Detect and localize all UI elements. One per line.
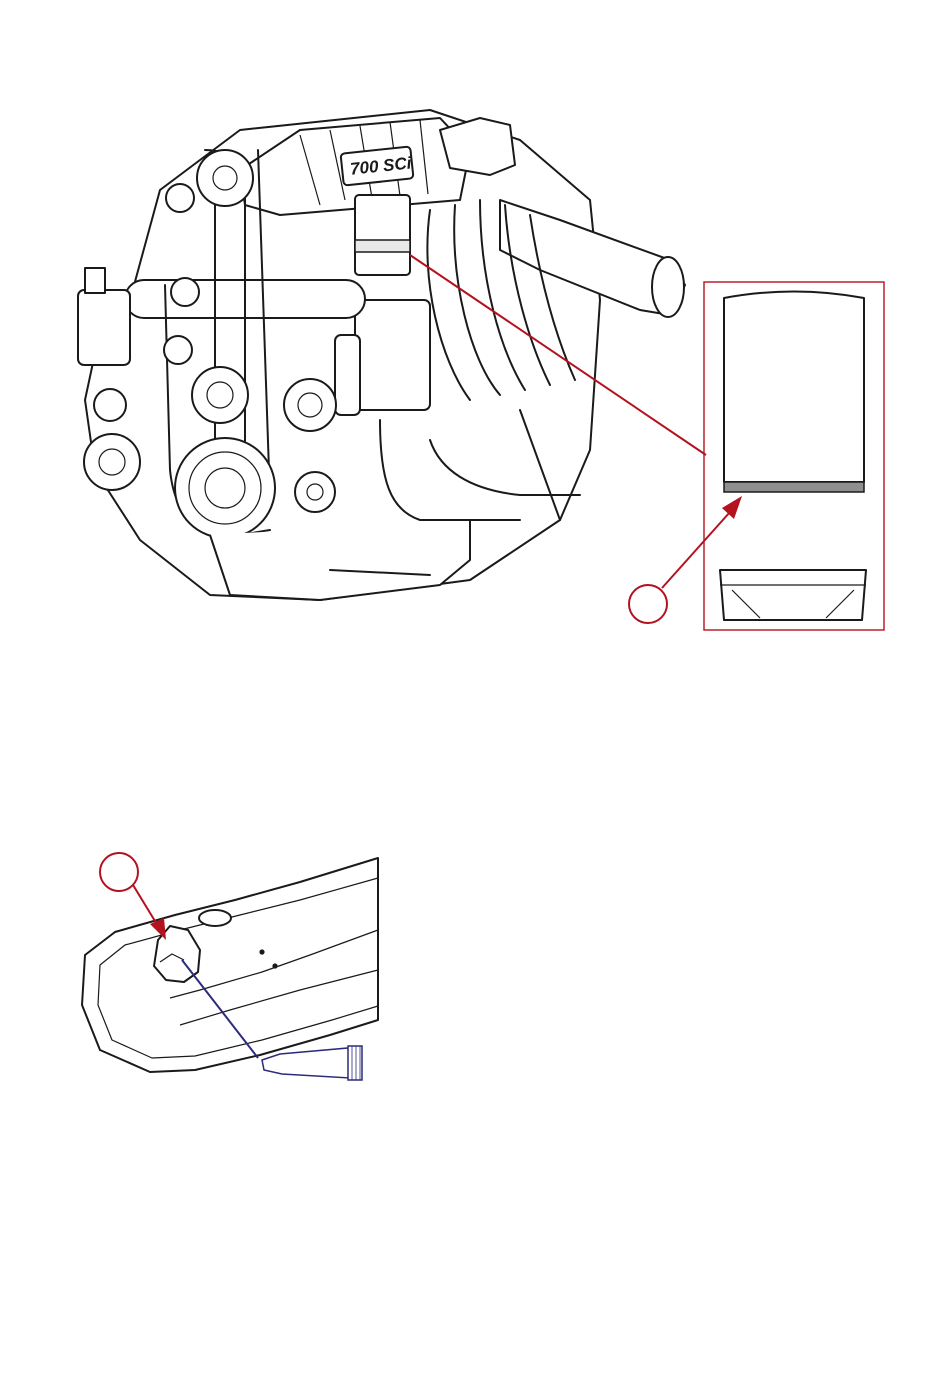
valve-cover-figure <box>0 820 950 1120</box>
valve-cover-line-art <box>0 820 950 1120</box>
filter-gasket <box>724 482 864 492</box>
oil-filter-body <box>724 292 864 483</box>
oil-filter-on-engine <box>355 195 410 275</box>
engine-line-art: 700 SCi <box>0 0 950 680</box>
engine-block: 700 SCi <box>78 110 685 600</box>
callout-a <box>629 585 667 623</box>
callout-b <box>100 853 138 891</box>
filter-base <box>720 570 866 620</box>
oil-filter-inset <box>704 282 884 630</box>
engine-figure: 700 SCi <box>0 0 950 680</box>
